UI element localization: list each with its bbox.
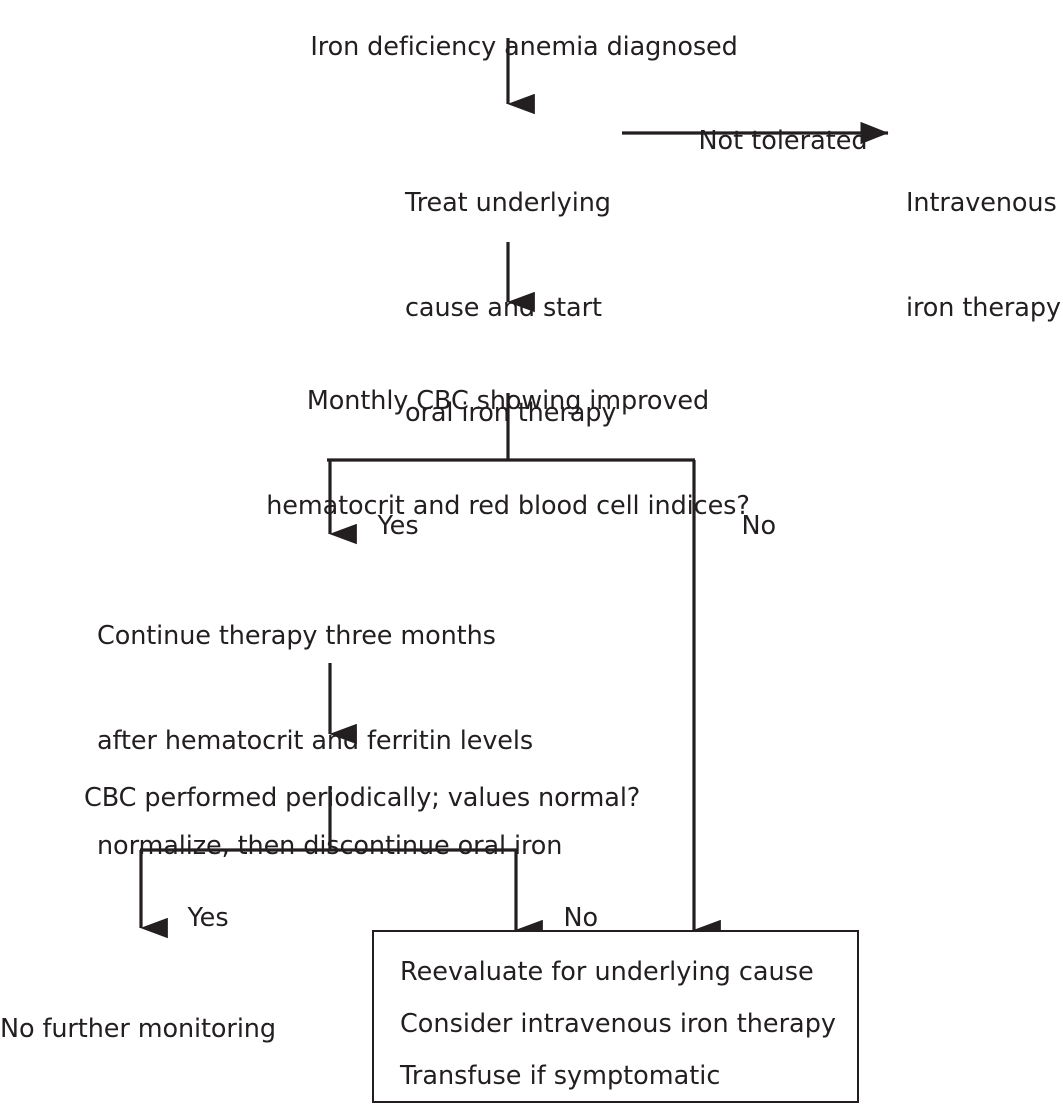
node-continue-line3: normalize, then discontinue oral iron xyxy=(97,831,563,861)
node-reevaluate-line3: Transfuse if symptomatic xyxy=(400,1061,721,1091)
node-nomonitor-line1: No further monitoring xyxy=(0,1014,276,1044)
node-reevaluate-line1: Reevaluate for underlying cause xyxy=(400,957,814,987)
node-reevaluate-box: Reevaluate for underlying cause Consider… xyxy=(372,930,859,1103)
edge-label-monthlycbc-no: No xyxy=(741,511,777,541)
node-iv-line2: iron therapy xyxy=(906,293,1061,323)
node-start-text: Iron deficiency anemia diagnosed xyxy=(310,32,738,62)
node-no-further-monitoring: No further monitoring needed unless symp… xyxy=(0,942,340,1106)
node-cbc-performed-periodically: CBC performed periodically; values norma… xyxy=(52,746,652,851)
node-treat-line3: oral iron therapy xyxy=(405,398,617,428)
edge-label-periodic-no: No xyxy=(563,903,599,933)
node-continue-line1: Continue therapy three months xyxy=(97,621,496,651)
edge-label-periodic-yes: Yes xyxy=(187,903,229,933)
node-continue-line2: after hematocrit and ferritin levels xyxy=(97,726,534,756)
node-treat-line2: cause and start xyxy=(405,293,602,323)
edge-label-not-tolerated: Not tolerated xyxy=(698,126,868,156)
node-treat-line1: Treat underlying xyxy=(405,188,611,218)
node-iv-line1: Intravenous xyxy=(906,188,1057,218)
node-monthly-cbc: Monthly CBC showing improved hematocrit … xyxy=(208,314,808,594)
node-monthlycbc-line2: hematocrit and red blood cell indices? xyxy=(266,491,750,521)
node-periodic-text: CBC performed periodically; values norma… xyxy=(84,783,641,813)
node-monthlycbc-line1: Monthly CBC showing improved xyxy=(306,386,710,416)
node-intravenous-iron-therapy: Intravenous iron therapy xyxy=(906,116,1063,396)
node-start: Iron deficiency anemia diagnosed xyxy=(228,0,788,100)
node-reevaluate-line2: Consider intravenous iron therapy xyxy=(400,1009,836,1039)
edge-label-monthlycbc-yes: Yes xyxy=(377,511,419,541)
node-continue-therapy: Continue therapy three months after hema… xyxy=(97,549,617,934)
node-treat-underlying-cause: Treat underlying cause and start oral ir… xyxy=(405,116,665,501)
